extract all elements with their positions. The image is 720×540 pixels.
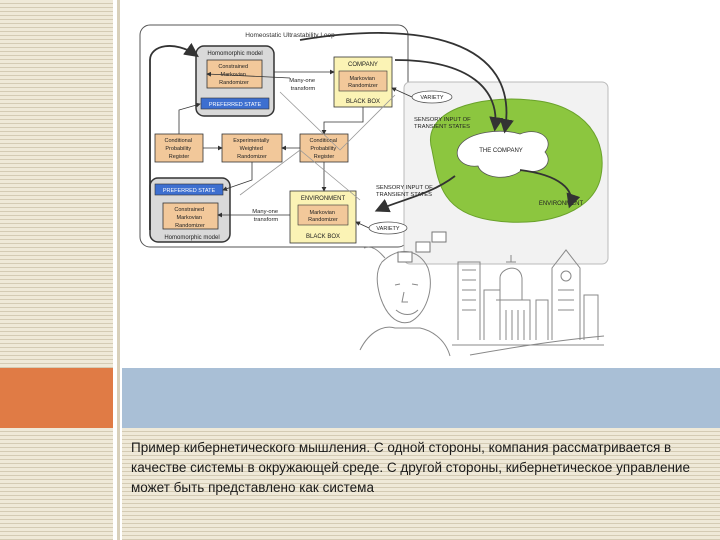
many-one-top-label: Many-one transform xyxy=(289,78,316,92)
city-skyline-sketch xyxy=(452,249,605,356)
slide-caption: Пример кибернетического мышления. С одно… xyxy=(131,440,690,495)
environment-box-label: ENVIRONMENT xyxy=(301,196,346,202)
loop-label: Homeostatic Ultrastability Loop xyxy=(245,32,335,39)
homomorphic-model-bottom-label: Homomorphic model xyxy=(164,235,219,241)
divider-line xyxy=(117,0,120,540)
cond-prob-right-text: Conditional Probability Register xyxy=(309,138,338,160)
sensory-bottom-label: SENSORY INPUT OF TRANSIENT STATES xyxy=(376,185,434,198)
environment-ring-label: ENVIRONMENT xyxy=(539,201,584,207)
speech-bubbles xyxy=(397,231,447,263)
sensory-top-label: SENSORY INPUT OF TRANSIENT STATES xyxy=(414,117,472,130)
company-box-label: COMPANY xyxy=(348,62,378,68)
preferred-state-top-label: PREFERRED STATE xyxy=(209,102,262,108)
many-one-bottom-label: Many-one transform xyxy=(252,209,279,223)
variety-bottom-label: VARIETY xyxy=(376,226,399,232)
cond-prob-right-box xyxy=(299,133,349,163)
constrained-randomizer-top xyxy=(206,59,263,89)
exp-weighted-box xyxy=(221,133,283,163)
the-company-label: THE COMPANY xyxy=(479,148,523,154)
lined-paper-strip-bottom xyxy=(122,428,720,540)
accent-blue-band xyxy=(122,368,720,428)
preferred-state-bottom-label: PREFERRED STATE xyxy=(163,188,216,194)
black-box-top-label: BLACK BOX xyxy=(346,99,380,105)
markovian-top-text: Markovian Randomizer xyxy=(348,76,378,89)
accent-orange-block xyxy=(0,368,113,428)
cond-prob-left-text: Conditional Probability Register xyxy=(164,138,193,160)
lined-paper-strip-left xyxy=(0,0,113,540)
variety-top-label: VARIETY xyxy=(420,95,443,101)
markovian-bottom-text: Markovian Randomizer xyxy=(308,210,338,223)
constrained-randomizer-bottom-text: Constrained Markovian Randomizer xyxy=(174,207,205,229)
homomorphic-model-top-label: Homomorphic model xyxy=(207,51,262,57)
preferred-state-top xyxy=(200,97,270,110)
exp-weighted-text: Experimentally Weighted Randomizer xyxy=(233,138,271,160)
constrained-randomizer-bottom xyxy=(162,202,219,230)
cybernetic-diagram: Homeostatic Ultrastability Loop Homomorp… xyxy=(139,24,609,357)
black-box-bottom-label: BLACK BOX xyxy=(306,234,340,240)
portrait-sketch xyxy=(359,246,451,357)
